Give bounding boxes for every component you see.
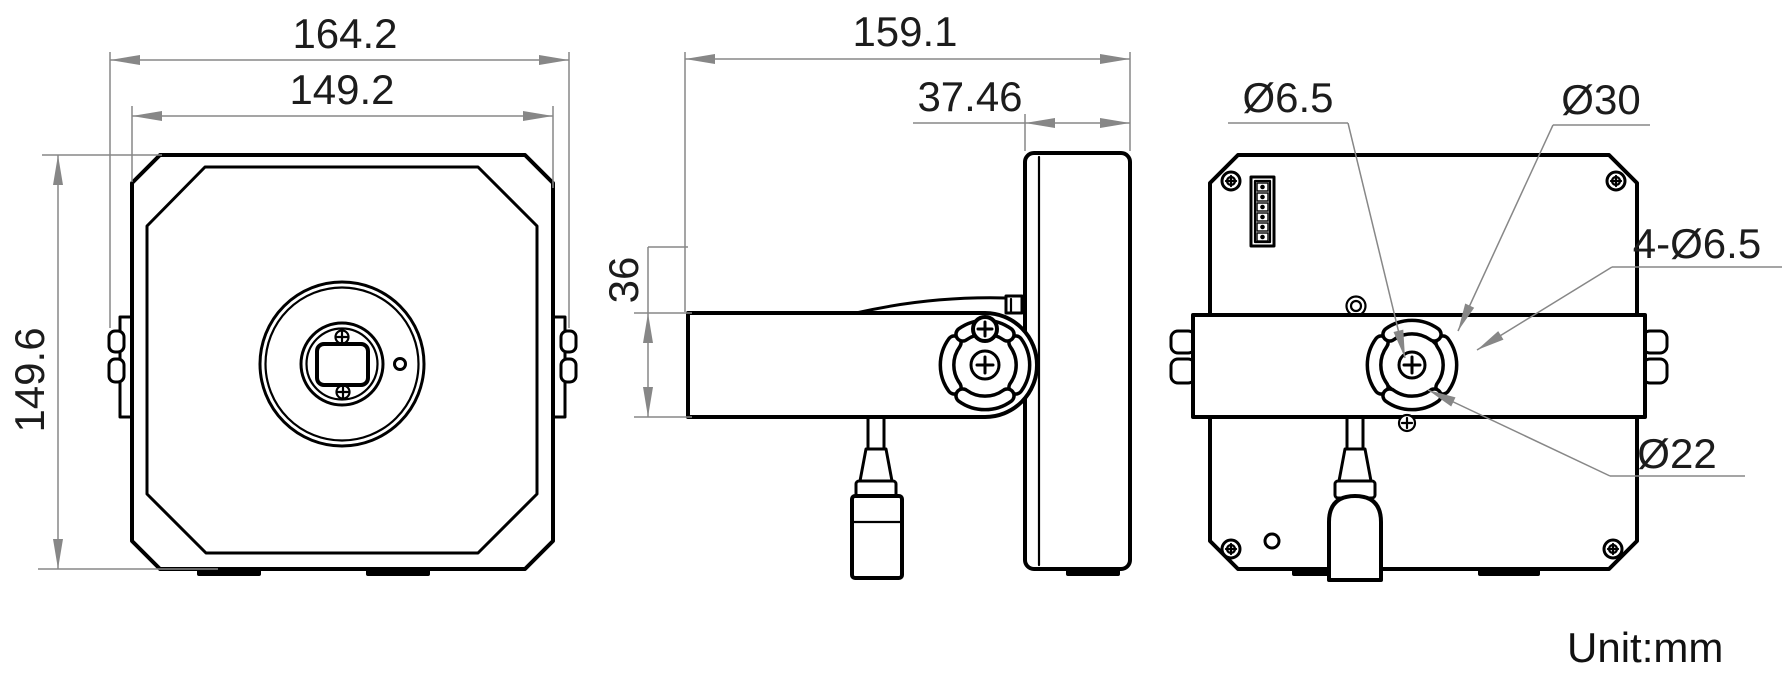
dim-body-depth: 37.46 bbox=[917, 73, 1022, 120]
back-mount bbox=[1365, 318, 1459, 412]
back-view bbox=[1169, 153, 1669, 582]
side-cable bbox=[850, 415, 904, 580]
mount-screw-bottom bbox=[335, 384, 351, 400]
band-bottom-screw bbox=[1397, 413, 1417, 433]
dim-body-height: 149.6 bbox=[6, 327, 53, 432]
front-pilot-hole bbox=[393, 357, 407, 371]
corner-screw bbox=[1605, 170, 1627, 192]
side-view-dimensions: 159.1 37.46 36 bbox=[600, 8, 1131, 418]
back-bottom-hole bbox=[1263, 532, 1281, 550]
arm-center-screw bbox=[969, 349, 1001, 381]
back-cable bbox=[1327, 415, 1383, 582]
label-bolt-circle-dia: Ø30 bbox=[1561, 76, 1640, 123]
back-view-annotations: Ø6.5 Ø30 4-Ø6.5 Ø22 bbox=[1228, 74, 1782, 477]
front-face-panel bbox=[145, 165, 539, 555]
dim-body-width: 149.2 bbox=[289, 66, 394, 113]
front-body-outline bbox=[130, 153, 555, 571]
corner-screw bbox=[1220, 170, 1242, 192]
label-center-hole-dia: Ø6.5 bbox=[1242, 74, 1333, 121]
front-lens-mount bbox=[258, 280, 426, 448]
side-view bbox=[686, 151, 1132, 580]
front-right-clip bbox=[550, 315, 578, 419]
label-hub-dia: Ø22 bbox=[1637, 430, 1716, 477]
mount-screw-top bbox=[334, 329, 350, 345]
dim-bracket-height: 36 bbox=[600, 257, 647, 304]
arm-top-screw bbox=[971, 315, 999, 343]
terminal-block bbox=[1249, 175, 1276, 248]
side-body-slab bbox=[1023, 151, 1132, 571]
dim-overall-width: 164.2 bbox=[292, 10, 397, 57]
unit-note: Unit:mm bbox=[1567, 624, 1723, 671]
front-view bbox=[107, 153, 578, 576]
label-mount-slots: 4-Ø6.5 bbox=[1633, 220, 1761, 267]
corner-screw bbox=[1602, 538, 1624, 560]
arm-hinge-curve bbox=[854, 296, 1008, 315]
arm-hinge-tab bbox=[1004, 294, 1024, 315]
front-view-dimensions: 164.2 149.2 149.6 bbox=[6, 10, 570, 570]
front-left-clip bbox=[107, 315, 135, 419]
dim-overall-depth: 159.1 bbox=[852, 8, 957, 55]
corner-screw bbox=[1220, 538, 1242, 560]
